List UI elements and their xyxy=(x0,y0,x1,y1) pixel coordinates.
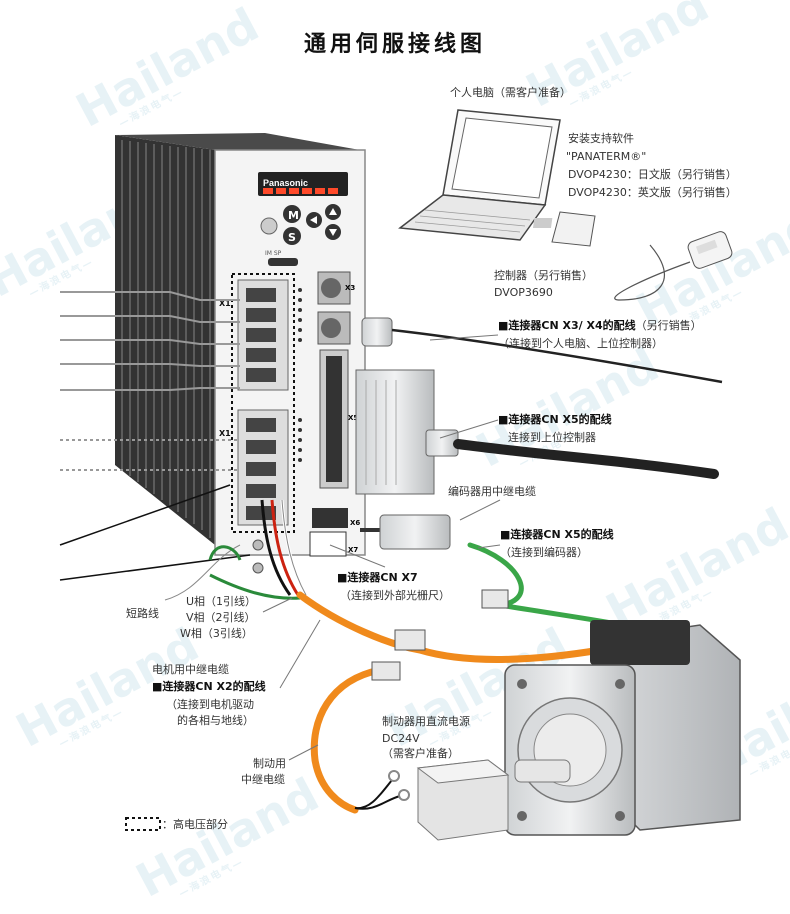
led-digits xyxy=(263,188,338,194)
encoder-connector xyxy=(379,514,451,550)
svg-text:X7: X7 xyxy=(348,546,358,554)
brake-cable-label-1: 制动用 xyxy=(253,757,286,770)
heatsink-fins xyxy=(121,140,211,538)
ground-leads xyxy=(59,484,251,581)
mode-button xyxy=(283,205,301,223)
svg-text:S: S xyxy=(288,231,296,244)
servo-motor xyxy=(504,620,741,836)
console-model: DVOP3690 xyxy=(494,286,553,299)
dc24v-power-supply xyxy=(416,759,510,841)
software-jp: DVOP4230：日文版（另行销售） xyxy=(568,168,737,181)
pc-label: 个人电脑（需客户准备） xyxy=(450,86,571,99)
motor-shaft xyxy=(514,759,571,783)
svg-text:X5: X5 xyxy=(348,414,358,422)
cn-x5-encoder-label: ■连接器CN X5的配线 xyxy=(500,528,614,541)
short-wire xyxy=(208,545,242,561)
software-en: DVOP4230：英文版（另行销售） xyxy=(568,186,737,199)
v-phase-label: V相（2引线） xyxy=(186,611,256,624)
x3-cable xyxy=(391,328,723,384)
high-voltage-legend: ：高电压部分 xyxy=(162,818,228,831)
software-disk-icon xyxy=(532,211,596,247)
port-x6 xyxy=(312,508,348,528)
brake-psu-label: 制动器用直流电源 xyxy=(382,715,470,728)
cn-x5-encoder-sub: （连接到编码器） xyxy=(500,546,588,559)
encoder-cover xyxy=(590,620,690,665)
charge-lamp xyxy=(268,258,298,266)
x3-connector xyxy=(361,317,393,347)
high-voltage-region xyxy=(231,273,295,533)
cn-x2-label: ■连接器CN X2的配线 xyxy=(152,680,266,693)
motor-connector xyxy=(394,629,426,651)
software-title: 安装支持软件 xyxy=(568,132,634,145)
dc24v-label: DC24V xyxy=(382,732,420,745)
x5-cable xyxy=(453,439,719,479)
motor-relay-cable xyxy=(296,591,604,663)
cn-x7-label: ■连接器CN X7 xyxy=(337,571,418,584)
cn-x3x4-sub: （连接到个人电脑、上位控制器） xyxy=(498,337,663,350)
port-x7 xyxy=(309,531,347,557)
svg-text:X3: X3 xyxy=(345,284,355,292)
encoder-cable-label: 编码器用中继电缆 xyxy=(448,485,536,498)
cn-x2-sub1: （连接到电机驱动 xyxy=(166,698,254,711)
svg-text:M: M xyxy=(288,209,299,222)
w-phase-label: W相（3引线） xyxy=(180,627,253,640)
console-icon xyxy=(614,231,733,301)
rotary-switch-icon xyxy=(260,217,278,235)
high-voltage-legend-swatch xyxy=(125,817,161,831)
wiring-diagram: Panasonic M S IM SP X1 X1 xyxy=(59,109,741,841)
set-button xyxy=(283,227,301,245)
cn-x7-sub: （连接到外部光栅尺） xyxy=(340,589,450,602)
cn-x5-sub: 连接到上位控制器 xyxy=(508,431,596,444)
short-wire-label: 短路线 xyxy=(126,607,159,620)
cn-x3x4-label: ■连接器CN X3/ X4的配线（另行销售） xyxy=(498,319,702,332)
u-phase-label: U相（1引线） xyxy=(186,595,257,608)
port-label: X1 xyxy=(219,429,231,438)
brake-connector xyxy=(371,661,401,681)
brand-logo: Panasonic xyxy=(263,178,308,188)
diagram-title: 通用伺服接线图 xyxy=(303,32,486,57)
dc24v-sub: （需客户准备） xyxy=(382,747,459,760)
console-label: 控制器（另行销售） xyxy=(494,269,593,282)
software-name: "PANATERM®" xyxy=(566,150,647,163)
cn-x5-label: ■连接器CN X5的配线 xyxy=(498,413,612,426)
indicator-label: IM SP xyxy=(265,250,282,257)
brake-cable xyxy=(310,666,384,814)
laptop-icon xyxy=(398,109,561,241)
servo-drive: Panasonic M S IM SP X1 X1 xyxy=(115,133,366,574)
svg-text:X6: X6 xyxy=(350,519,360,527)
power-input-wires xyxy=(60,291,240,391)
cn-x2-sub2: 的各相与地线） xyxy=(177,714,254,727)
port-label: X1 xyxy=(219,299,231,308)
brake-cable-label-2: 中继电缆 xyxy=(241,773,285,786)
x5-connector-shell xyxy=(355,369,435,495)
motor-cable-label: 电机用中继电缆 xyxy=(152,663,229,676)
